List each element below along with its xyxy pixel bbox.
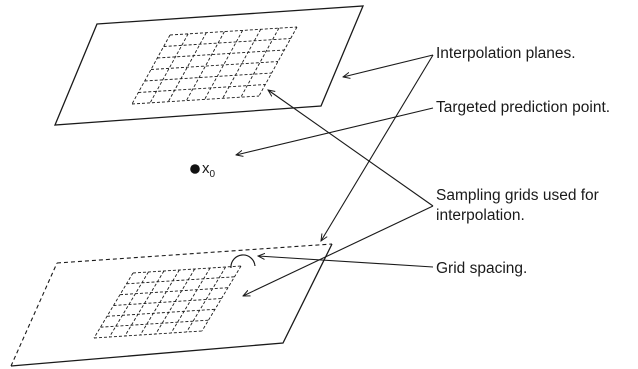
lower-plane-left-edge bbox=[10, 262, 58, 367]
grid-line-horizontal bbox=[169, 26, 298, 36]
grid-line-horizontal bbox=[93, 330, 203, 339]
callout-arrows bbox=[236, 54, 434, 296]
grid-line-horizontal bbox=[131, 95, 260, 105]
grid-line-horizontal bbox=[157, 49, 285, 59]
label-sampling-grids-line1: Sampling grids used for bbox=[436, 187, 599, 204]
upper-sampling-grid bbox=[131, 26, 298, 105]
label-grid-spacing: Grid spacing. bbox=[436, 260, 528, 277]
arrow-to-lower-plane bbox=[321, 54, 434, 241]
upper-plane bbox=[53, 5, 365, 126]
grid-line-vertical bbox=[258, 26, 298, 97]
label-interpolation-planes: Interpolation planes. bbox=[436, 45, 576, 62]
arrow-to-lower-grid bbox=[243, 205, 434, 296]
grid-line-horizontal bbox=[138, 84, 266, 93]
lower-plane-dashed-edge bbox=[56, 243, 333, 264]
grid-line-vertical bbox=[149, 33, 189, 104]
lower-plane-solid-edges bbox=[10, 243, 333, 367]
label-sampling-grids-line2: interpolation. bbox=[436, 207, 525, 224]
arrow-to-upper-plane bbox=[343, 54, 434, 77]
grid-line-horizontal bbox=[119, 287, 229, 296]
grid-line-vertical bbox=[201, 265, 242, 332]
label-sampling-grids: Sampling grids used for interpolation. bbox=[436, 186, 599, 226]
prediction-point-label: x0 bbox=[202, 160, 215, 180]
grid-line-vertical bbox=[240, 27, 280, 98]
arrow-to-prediction-point bbox=[236, 107, 434, 155]
prediction-point bbox=[190, 164, 200, 174]
grid-line-horizontal bbox=[100, 319, 209, 328]
lower-sampling-grid bbox=[93, 265, 242, 339]
grid-line-horizontal bbox=[106, 308, 216, 317]
arrow-to-grid-spacing bbox=[258, 256, 434, 268]
grid-spacing-marker bbox=[230, 254, 256, 269]
grid-line-vertical bbox=[186, 31, 225, 101]
label-targeted-prediction-point: Targeted prediction point. bbox=[436, 99, 611, 116]
grid-line-horizontal bbox=[144, 72, 272, 82]
point-symbol: x bbox=[202, 160, 210, 177]
grid-line-horizontal bbox=[132, 265, 242, 274]
grid-line-horizontal bbox=[150, 61, 279, 70]
grid-line-horizontal bbox=[113, 298, 222, 306]
point-subscript: 0 bbox=[209, 169, 216, 180]
grid-line-horizontal bbox=[163, 38, 291, 47]
grid-line-horizontal bbox=[126, 276, 235, 285]
arrow-to-upper-grid bbox=[268, 90, 434, 207]
